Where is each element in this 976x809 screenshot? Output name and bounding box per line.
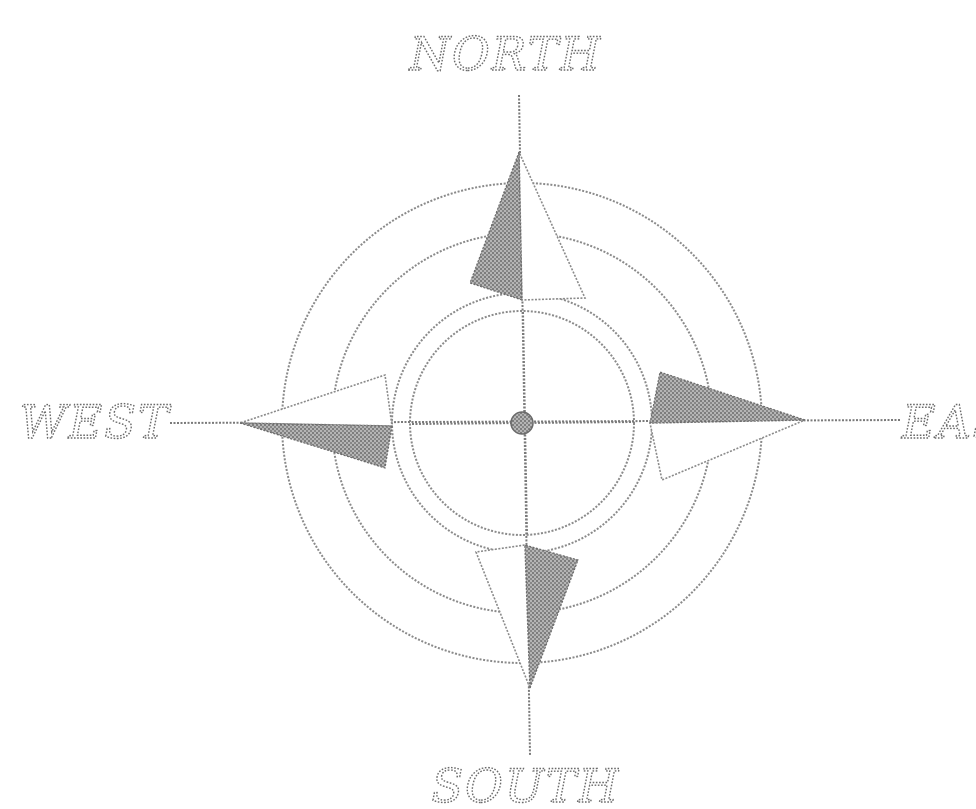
south-point-dark-half	[525, 545, 578, 688]
east-label: EAST	[901, 395, 976, 449]
compass-center	[412, 312, 634, 534]
south-label: SOUTH	[432, 759, 621, 809]
west-point-light-half	[240, 375, 392, 426]
center-hub	[511, 412, 533, 434]
north-point-light-half	[519, 152, 585, 300]
west-label: WEST	[19, 395, 171, 449]
east-point-light-half	[650, 420, 805, 480]
south-point-light-half	[476, 545, 530, 688]
north-point-dark-half	[470, 152, 522, 300]
north-label: NORTH	[409, 27, 603, 81]
west-point-dark-half	[240, 423, 392, 468]
east-point-dark-half	[650, 372, 805, 423]
